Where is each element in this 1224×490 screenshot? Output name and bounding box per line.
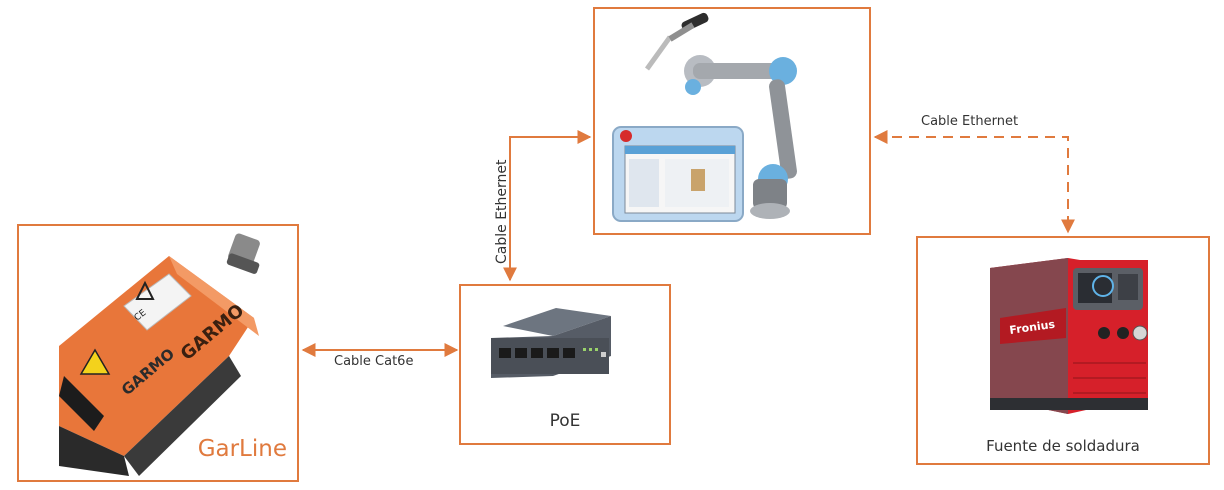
ethernet-connector-poe-robot: [503, 130, 592, 282]
welder-label: Fuente de soldadura: [986, 437, 1140, 455]
ethernet-cable-label-vertical: Cable Ethernet: [494, 159, 510, 264]
garline-label: GarLine: [197, 436, 287, 462]
ethernet-connector-robot-welder: [873, 130, 1075, 234]
welder-node: Fronius Fuente de soldadura: [916, 236, 1210, 465]
cat6e-cable-label: Cable Cat6e: [334, 354, 414, 369]
poe-switch-node: PoE: [459, 284, 671, 445]
fronius-logo: Fronius: [1009, 318, 1057, 337]
robot-node: [593, 7, 871, 235]
poe-switch-image: [491, 308, 611, 378]
garline-sensor-image: GARMO GARMO CE: [59, 233, 260, 476]
poe-label: PoE: [549, 411, 581, 431]
welding-source-image: Fronius: [990, 258, 1148, 414]
garline-node: GARMO GARMO CE GarLine: [17, 224, 299, 482]
ethernet-cable-label-right: Cable Ethernet: [921, 114, 1019, 129]
cobot-image: [612, 12, 797, 222]
